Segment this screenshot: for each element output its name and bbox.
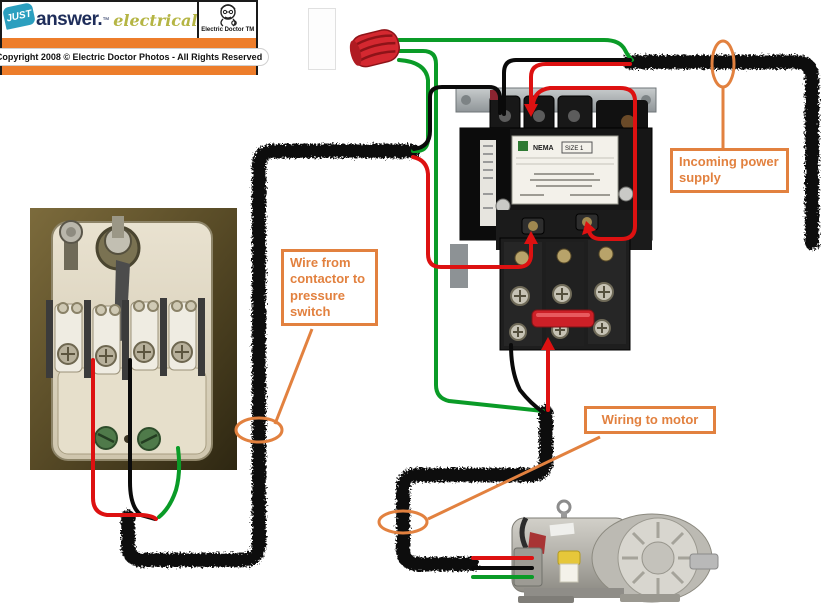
black-wire-overload-to-motor xyxy=(509,343,545,414)
green-wire-to-pressure xyxy=(397,58,430,153)
warning-label xyxy=(557,550,581,583)
square-d-logo xyxy=(518,141,528,151)
side-label xyxy=(480,140,496,226)
green-wire-supply xyxy=(397,38,634,62)
svg-text:NEMA: NEMA xyxy=(533,145,554,152)
doctor-cartoon-icon xyxy=(220,4,237,27)
range-adjust-stud xyxy=(59,220,83,270)
pressure-switch-body xyxy=(46,216,213,461)
incoming-supply-oval xyxy=(710,39,736,89)
wire-nut xyxy=(349,29,400,68)
electric-doctor-badge: Electric Doctor TM xyxy=(197,2,256,38)
nameplate: NEMA SIZE 1 xyxy=(511,135,619,205)
branding-header: JUST answer.™ electrical Electric Doctor… xyxy=(0,0,270,75)
motor-shaft xyxy=(689,553,719,570)
incoming-power-callout: Incoming power supply xyxy=(670,148,789,193)
motor-wire-oval xyxy=(377,509,429,535)
blank-paper-scrap xyxy=(308,8,336,70)
motor-front-face xyxy=(591,513,719,603)
overload-reset-bar xyxy=(531,309,595,328)
overload-relay xyxy=(450,237,631,351)
spec-label xyxy=(549,522,575,537)
logo-row: JUST answer.™ electrical Electric Doctor… xyxy=(2,2,256,38)
pressure-wire-oval xyxy=(234,416,284,444)
motor-photo xyxy=(511,499,719,603)
doctor-badge-label: Electric Doctor TM xyxy=(201,27,255,33)
trademark-symbol: ™ xyxy=(102,16,110,24)
copyright-band: Copyright 2008 © Electric Doctor Photos … xyxy=(0,38,270,75)
lifting-eye xyxy=(556,499,572,520)
svg-text:SIZE 1: SIZE 1 xyxy=(565,146,584,152)
pressure-switch-photo xyxy=(30,208,237,470)
terminal-row xyxy=(46,298,205,380)
pressure-pointer-line xyxy=(273,328,314,425)
wire-stub xyxy=(490,90,500,100)
contactor-to-pressure-callout: Wire from contactor to pressure switch xyxy=(281,249,378,326)
speech-bubble-icon: JUST xyxy=(2,2,36,30)
contactor-photo: NEMA SIZE 1 xyxy=(450,87,657,351)
motor-base xyxy=(518,588,680,603)
wiring-to-motor-callout: Wiring to motor xyxy=(584,406,716,435)
cover-screw xyxy=(618,186,634,202)
logo-electrical-text: electrical xyxy=(113,10,198,30)
copyright-text: Copyright 2008 © Electric Doctor Photos … xyxy=(0,47,270,66)
junction-box xyxy=(513,547,543,587)
justanswer-logo: JUST answer.™ electrical xyxy=(2,2,197,38)
logo-answer-text: answer. xyxy=(36,9,103,30)
